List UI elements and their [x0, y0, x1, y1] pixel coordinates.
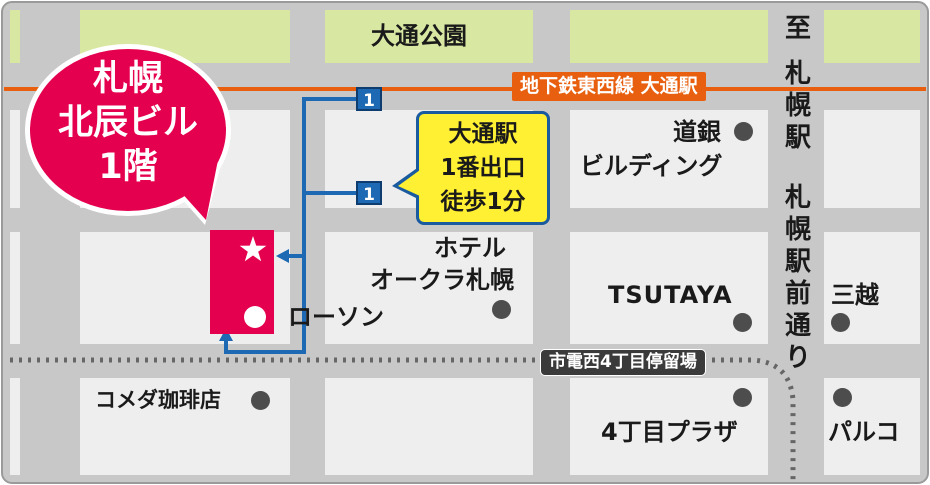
landmark-dot: [734, 122, 753, 141]
city-block: [10, 110, 20, 208]
city-block: [325, 378, 533, 475]
landmark-dot: [733, 388, 752, 407]
star-icon: [239, 236, 267, 262]
avenue-label: 札幌駅前通り: [784, 183, 811, 373]
parco-label: パルコ: [828, 418, 900, 446]
exit-marker: 1: [356, 181, 382, 205]
dogin-label-line2: ビルディング: [580, 152, 723, 180]
park-block: [570, 10, 768, 63]
city-block: [824, 110, 920, 208]
landmark-dot: [833, 388, 852, 407]
park-block: [10, 10, 20, 63]
city-block: [10, 378, 20, 475]
destination-floor: 1階: [98, 147, 158, 187]
city-block: [10, 232, 20, 344]
tsutaya-label: TSUTAYA: [608, 281, 733, 309]
park-block: [325, 10, 533, 63]
direction-marker: 至: [784, 14, 811, 44]
destination-bubble: 札幌 北辰ビル 1階: [16, 46, 240, 216]
callout-line3: 徒歩1分: [440, 189, 526, 215]
route-arrow-icon: [276, 249, 289, 263]
callout-line2: 1番出口: [440, 155, 526, 181]
park-block: [824, 10, 920, 63]
tram-stop-label: 市電西4丁目停留場: [540, 349, 706, 376]
landmark-dot: [831, 313, 850, 332]
city-block: [325, 232, 533, 344]
dogin-label-line1: 道銀: [673, 118, 721, 146]
lawson-label: ローソン: [288, 303, 384, 331]
callout-line1: 大通駅: [448, 121, 518, 147]
station-label: 札幌駅: [784, 59, 811, 153]
mitsukoshi-label: 三越: [831, 281, 879, 309]
exit-marker: 1: [356, 87, 382, 111]
destination-name-line1: 札幌: [92, 59, 163, 99]
route-arrow-icon: [219, 328, 233, 341]
komeda-label: コメダ珈琲店: [95, 388, 221, 412]
landmark-dot: [733, 313, 752, 332]
plaza-label: 4丁目プラザ: [601, 418, 738, 446]
landmark-dot: [251, 391, 270, 410]
landmark-dot: [492, 300, 511, 319]
subway-line-label: 地下鉄東西線 大通駅: [512, 72, 706, 101]
exit-callout: 大通駅 1番出口 徒歩1分: [416, 111, 550, 225]
hotel-label-line2: オークラ札幌: [370, 266, 514, 294]
hotel-label-line1: ホテル: [434, 234, 506, 262]
destination-bubble-shape: [25, 44, 231, 225]
park-label: 大通公園: [371, 22, 467, 50]
destination-name-line2: 北辰ビル: [57, 103, 198, 143]
circle-marker-icon: [244, 306, 266, 328]
